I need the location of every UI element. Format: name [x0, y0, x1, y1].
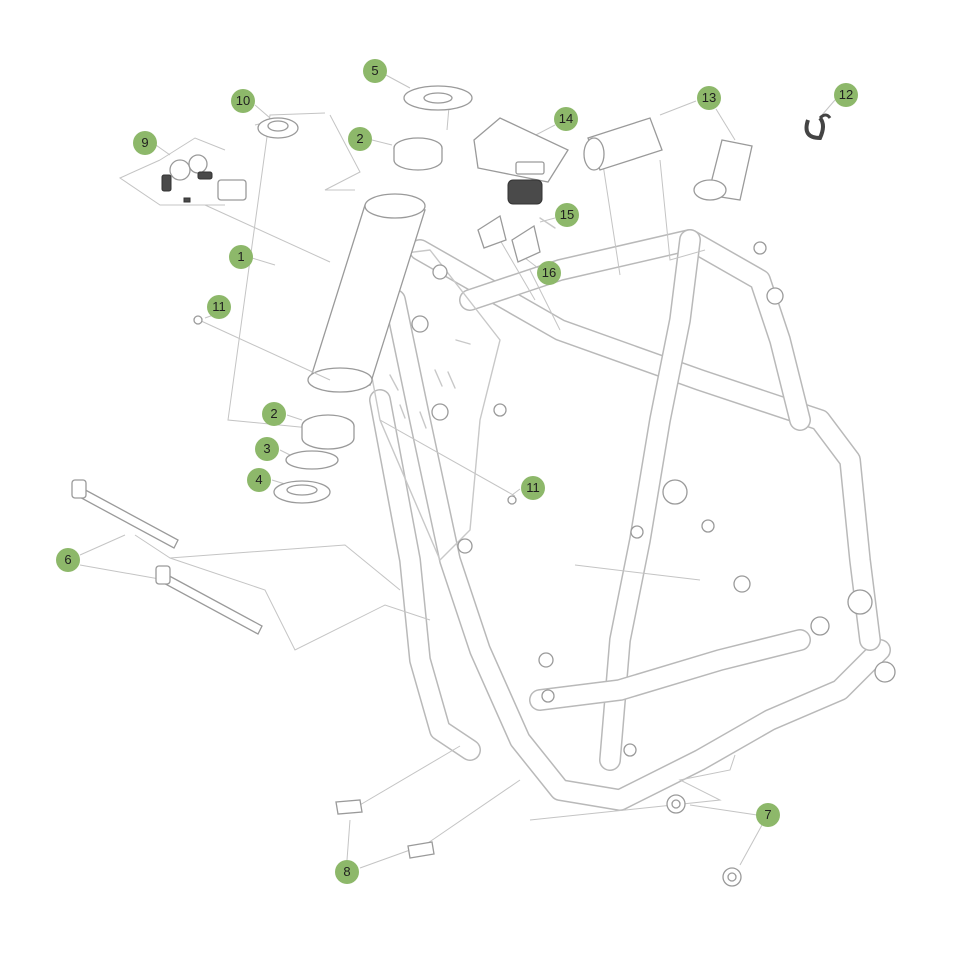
part-pads — [477, 214, 541, 263]
callout-1[interactable]: 1 — [229, 245, 253, 269]
callout-2-lower[interactable]: 2 — [262, 402, 286, 426]
callout-4[interactable]: 4 — [247, 468, 271, 492]
part-ring — [285, 450, 339, 470]
part-clamp — [257, 117, 299, 139]
callout-10[interactable]: 10 — [231, 89, 255, 113]
part-bolts-long — [71, 479, 263, 635]
part-bearing-lower — [301, 414, 355, 450]
steering-head-tube — [307, 193, 426, 393]
part-bushings — [583, 117, 753, 201]
part-clips — [335, 799, 435, 859]
callout-13[interactable]: 13 — [697, 86, 721, 110]
part-nuts — [666, 794, 742, 887]
leader-lines — [118, 94, 736, 846]
callout-11-upper[interactable]: 11 — [207, 295, 231, 319]
callout-16[interactable]: 16 — [537, 261, 561, 285]
callout-8[interactable]: 8 — [335, 860, 359, 884]
callout-12[interactable]: 12 — [834, 83, 858, 107]
callout-15[interactable]: 15 — [555, 203, 579, 227]
plate-slots — [389, 339, 471, 429]
part-hose-clip — [804, 113, 832, 141]
part-screws — [193, 315, 517, 505]
callout-3[interactable]: 3 — [255, 437, 279, 461]
part-bearing-upper — [393, 137, 443, 171]
frame-tubes — [369, 229, 891, 811]
part-strip — [539, 217, 556, 229]
callout-14[interactable]: 14 — [554, 107, 578, 131]
callout-5[interactable]: 5 — [363, 59, 387, 83]
part-relay-holder — [473, 117, 569, 205]
callout-6[interactable]: 6 — [56, 548, 80, 572]
part-dust-seal — [403, 85, 473, 111]
callout-2-upper[interactable]: 2 — [348, 127, 372, 151]
callout-11-lower[interactable]: 11 — [521, 476, 545, 500]
frame-lugs — [411, 241, 896, 757]
callout-connectors — [79, 73, 836, 869]
part-seal-lower — [273, 480, 331, 504]
part-key-set — [161, 154, 247, 203]
callout-9[interactable]: 9 — [133, 131, 157, 155]
callout-7[interactable]: 7 — [756, 803, 780, 827]
